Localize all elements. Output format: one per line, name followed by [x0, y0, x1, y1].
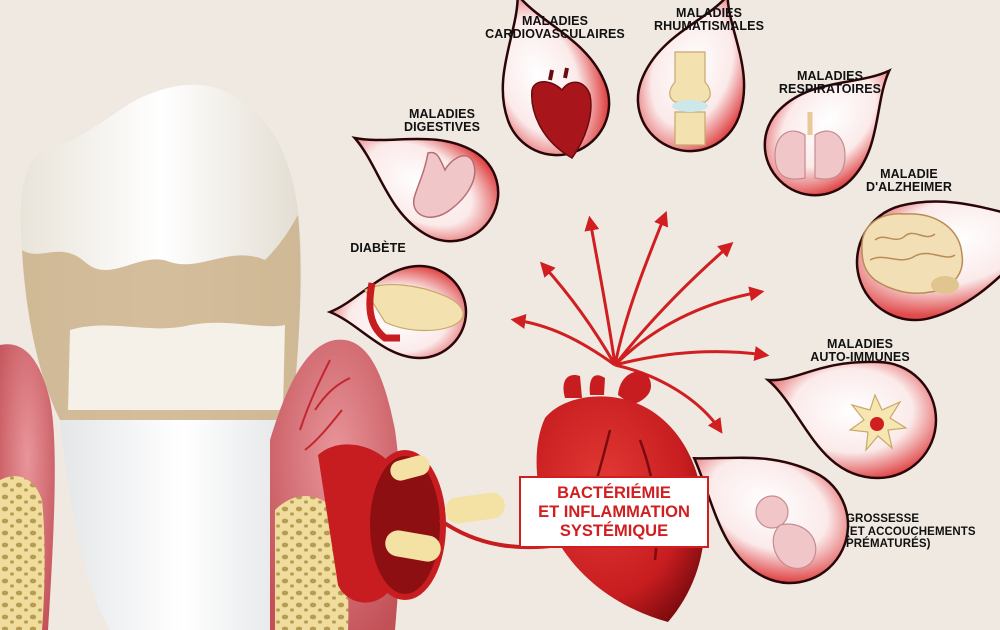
- bone-left: [0, 476, 45, 630]
- droplet-autoimmunes: [764, 360, 938, 480]
- arrow-to-digestives: [539, 261, 617, 366]
- central-label-box: BACTÉRIÉMIE ET INFLAMMATION SYSTÉMIQUE: [519, 476, 709, 548]
- arrow-to-alzheimer: [613, 286, 765, 367]
- label-autoimmunes: MALADIES AUTO-IMMUNES: [810, 337, 910, 364]
- brain-icon: [861, 213, 964, 294]
- lungs-icon: [774, 112, 846, 180]
- heart-icon: [531, 67, 592, 159]
- inflamed-gum-veins: [299, 359, 351, 451]
- central-label-line-1: BACTÉRIÉMIE: [557, 483, 671, 502]
- label-rhumat: MALADIES RHUMATISMALES: [653, 6, 765, 33]
- arrow-to-cardio: [584, 215, 617, 366]
- label-cardio: MALADIES CARDIOVASCULAIRES: [485, 14, 625, 41]
- tooth-illustration: [20, 84, 305, 630]
- aorta: [563, 371, 651, 405]
- label-alzheimer: MALADIE D'ALZHEIMER: [865, 167, 952, 194]
- central-label-line-2: ET INFLAMMATION: [538, 502, 690, 521]
- immune-cell-icon: [848, 393, 908, 452]
- pulp-chamber: [68, 322, 285, 410]
- bacterium-icon: [385, 530, 441, 562]
- arrow-to-rhumat: [613, 210, 669, 366]
- pancreas-icon: [364, 282, 464, 342]
- label-respi: MALADIES RESPIRATOIRES: [778, 69, 882, 96]
- bacterium-icon: [390, 455, 430, 481]
- label-grossesse: GROSSESSE (ET ACCOUCHEMENTS PRÉMATURÉS): [846, 513, 976, 550]
- arrow-to-autoimmunes: [614, 346, 770, 367]
- arrow-to-diabete: [510, 314, 616, 367]
- knee-joint-icon: [669, 51, 711, 146]
- label-diabete: DIABÈTE: [350, 241, 406, 255]
- spread-arrows: [510, 210, 770, 434]
- arrow-to-respi: [613, 242, 734, 366]
- arrow-to-grossesse: [614, 363, 723, 434]
- blood-vessel-bacteria: [318, 444, 561, 603]
- stomach-icon: [412, 151, 476, 218]
- label-digestives: MALADIES DIGESTIVES: [403, 107, 481, 134]
- tooth-root: [60, 420, 305, 630]
- fetus-icon: [755, 495, 817, 569]
- central-label-line-3: SYSTÉMIQUE: [559, 521, 669, 540]
- bacterium-icon: [445, 492, 505, 524]
